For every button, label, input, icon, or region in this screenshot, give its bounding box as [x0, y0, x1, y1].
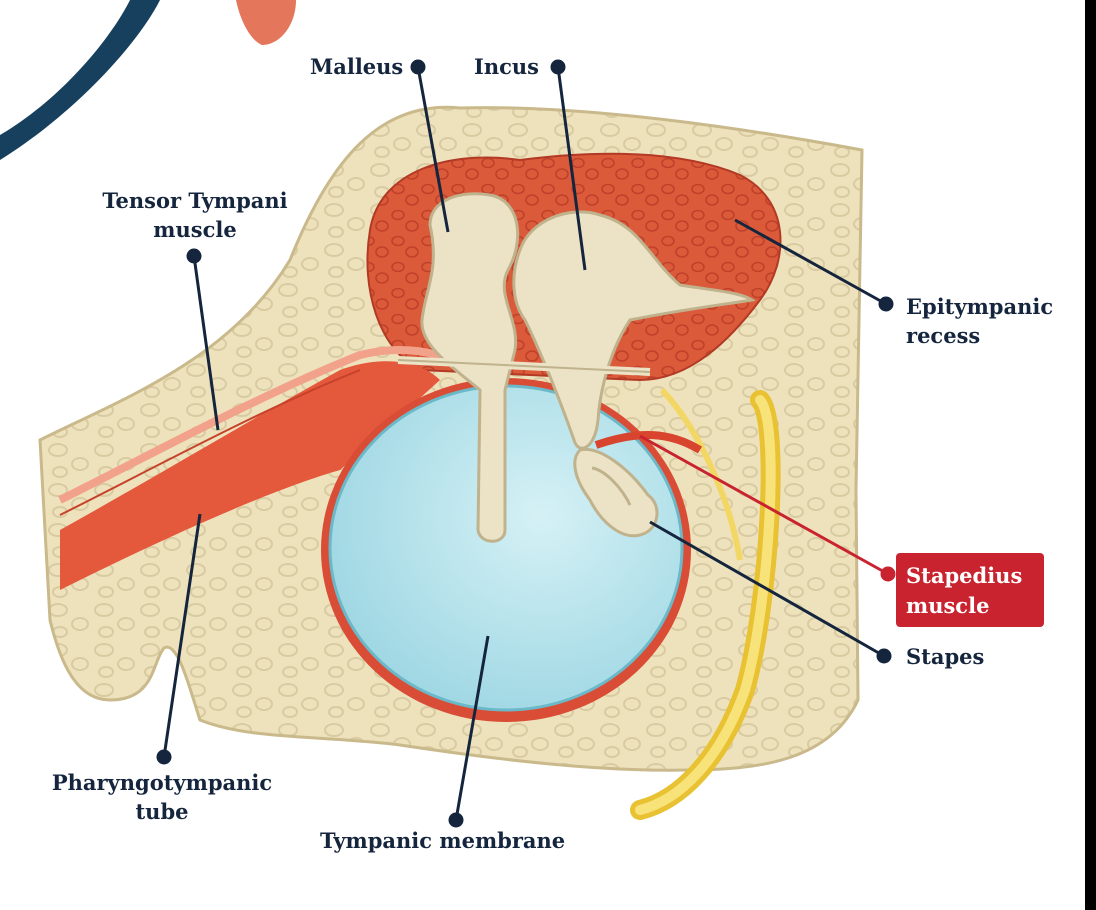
stapedius-highlight-box: Stapedius muscle [896, 553, 1044, 627]
label-stapes: Stapes [906, 642, 984, 671]
label-malleus: Malleus [310, 52, 403, 81]
outer-curve [0, 0, 160, 160]
label-epitympanic-recess: Epitympanic recess [906, 292, 1076, 350]
label-incus: Incus [474, 52, 539, 81]
label-tympanic-membrane: Tympanic membrane [320, 826, 565, 855]
label-tensor-tympani: Tensor Tympani muscle [90, 186, 300, 244]
label-pharyngotympanic-tube: Pharyngotympanic tube [38, 768, 286, 826]
label-stapedius-muscle: Stapedius muscle [896, 553, 1044, 621]
vessel-top [236, 0, 296, 45]
